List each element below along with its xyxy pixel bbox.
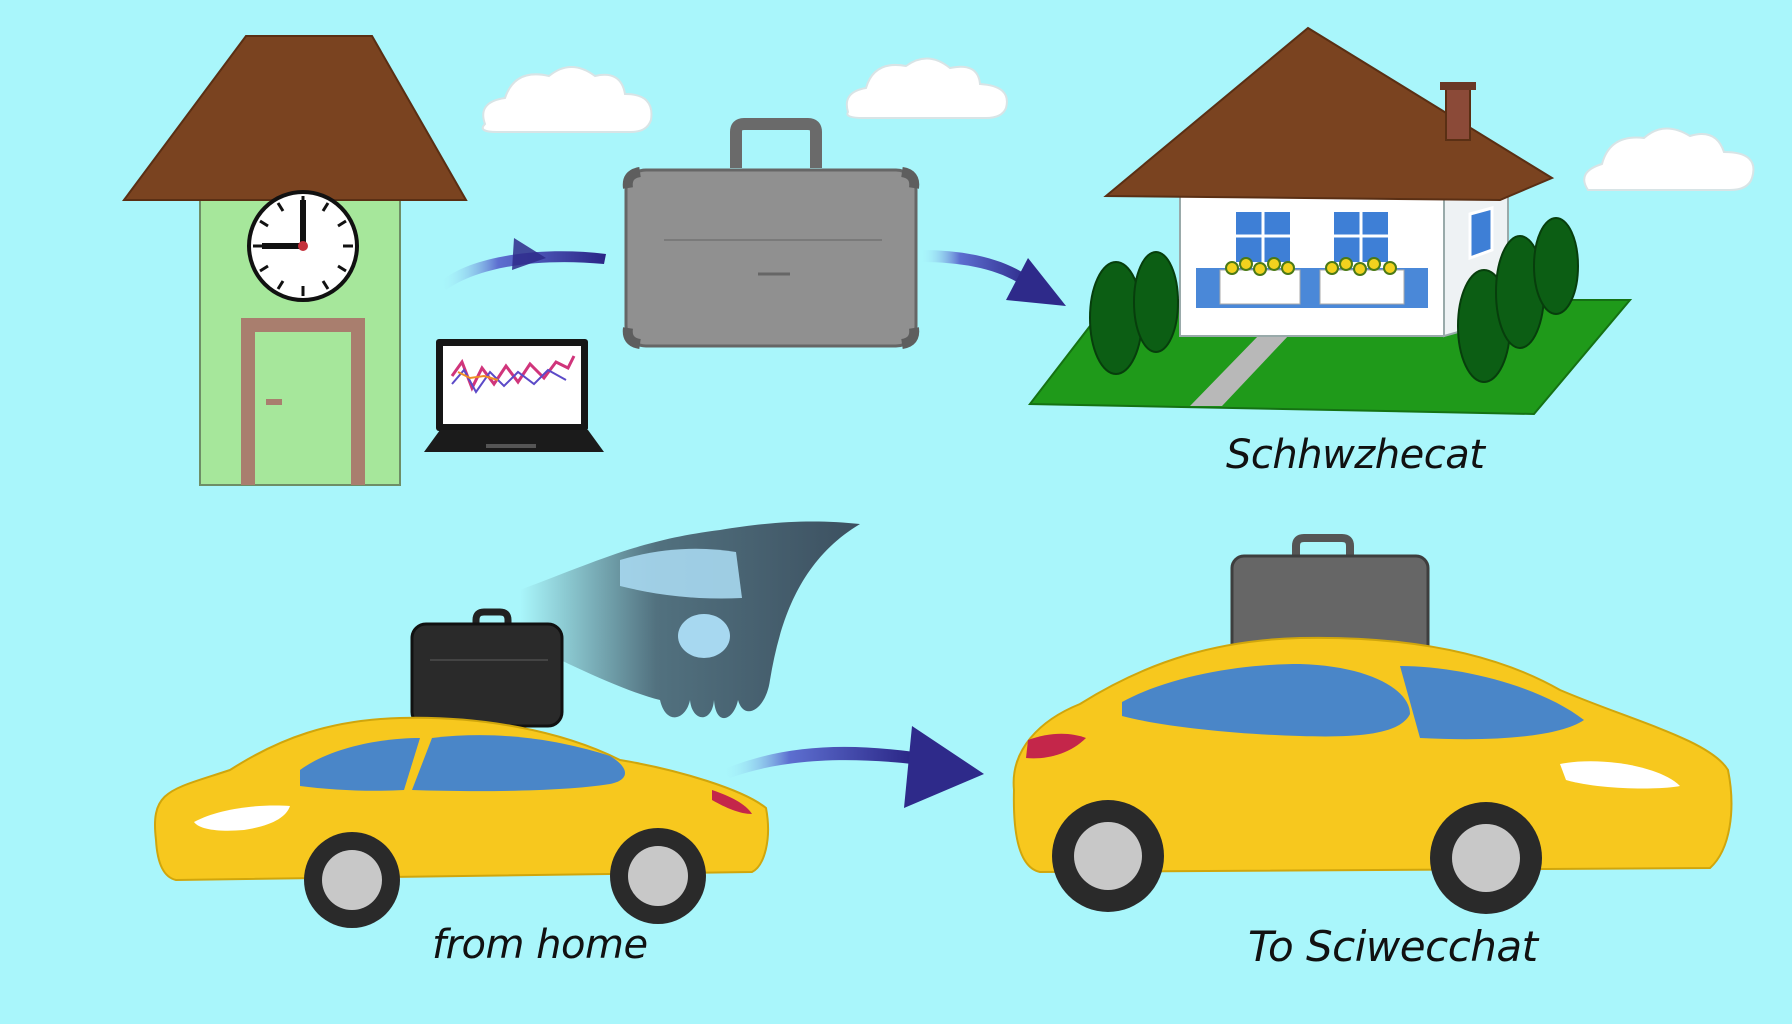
to-destination-caption: To Sciwecchat [1248,922,1538,971]
taxi-icon [1012,636,1733,914]
house-icon [1027,26,1633,416]
destination-caption: Schhwzhecat [1226,432,1485,478]
clock-tower-icon [122,35,468,486]
clock-icon [247,190,359,302]
arrow-icon [920,250,1066,306]
cloud-icon [1583,127,1755,192]
cloud-icon [481,66,653,133]
suitcase-icon [1230,534,1430,660]
from-home-caption: from home [432,922,648,968]
arrow-icon [722,726,984,808]
suitcase-icon [622,118,920,349]
arrow-icon [440,238,606,290]
laptop-icon [424,339,604,452]
cloud-icon [845,57,1008,119]
suitcase-icon [410,608,564,728]
taxi-icon [154,716,770,928]
motion-car-icon [520,521,860,719]
